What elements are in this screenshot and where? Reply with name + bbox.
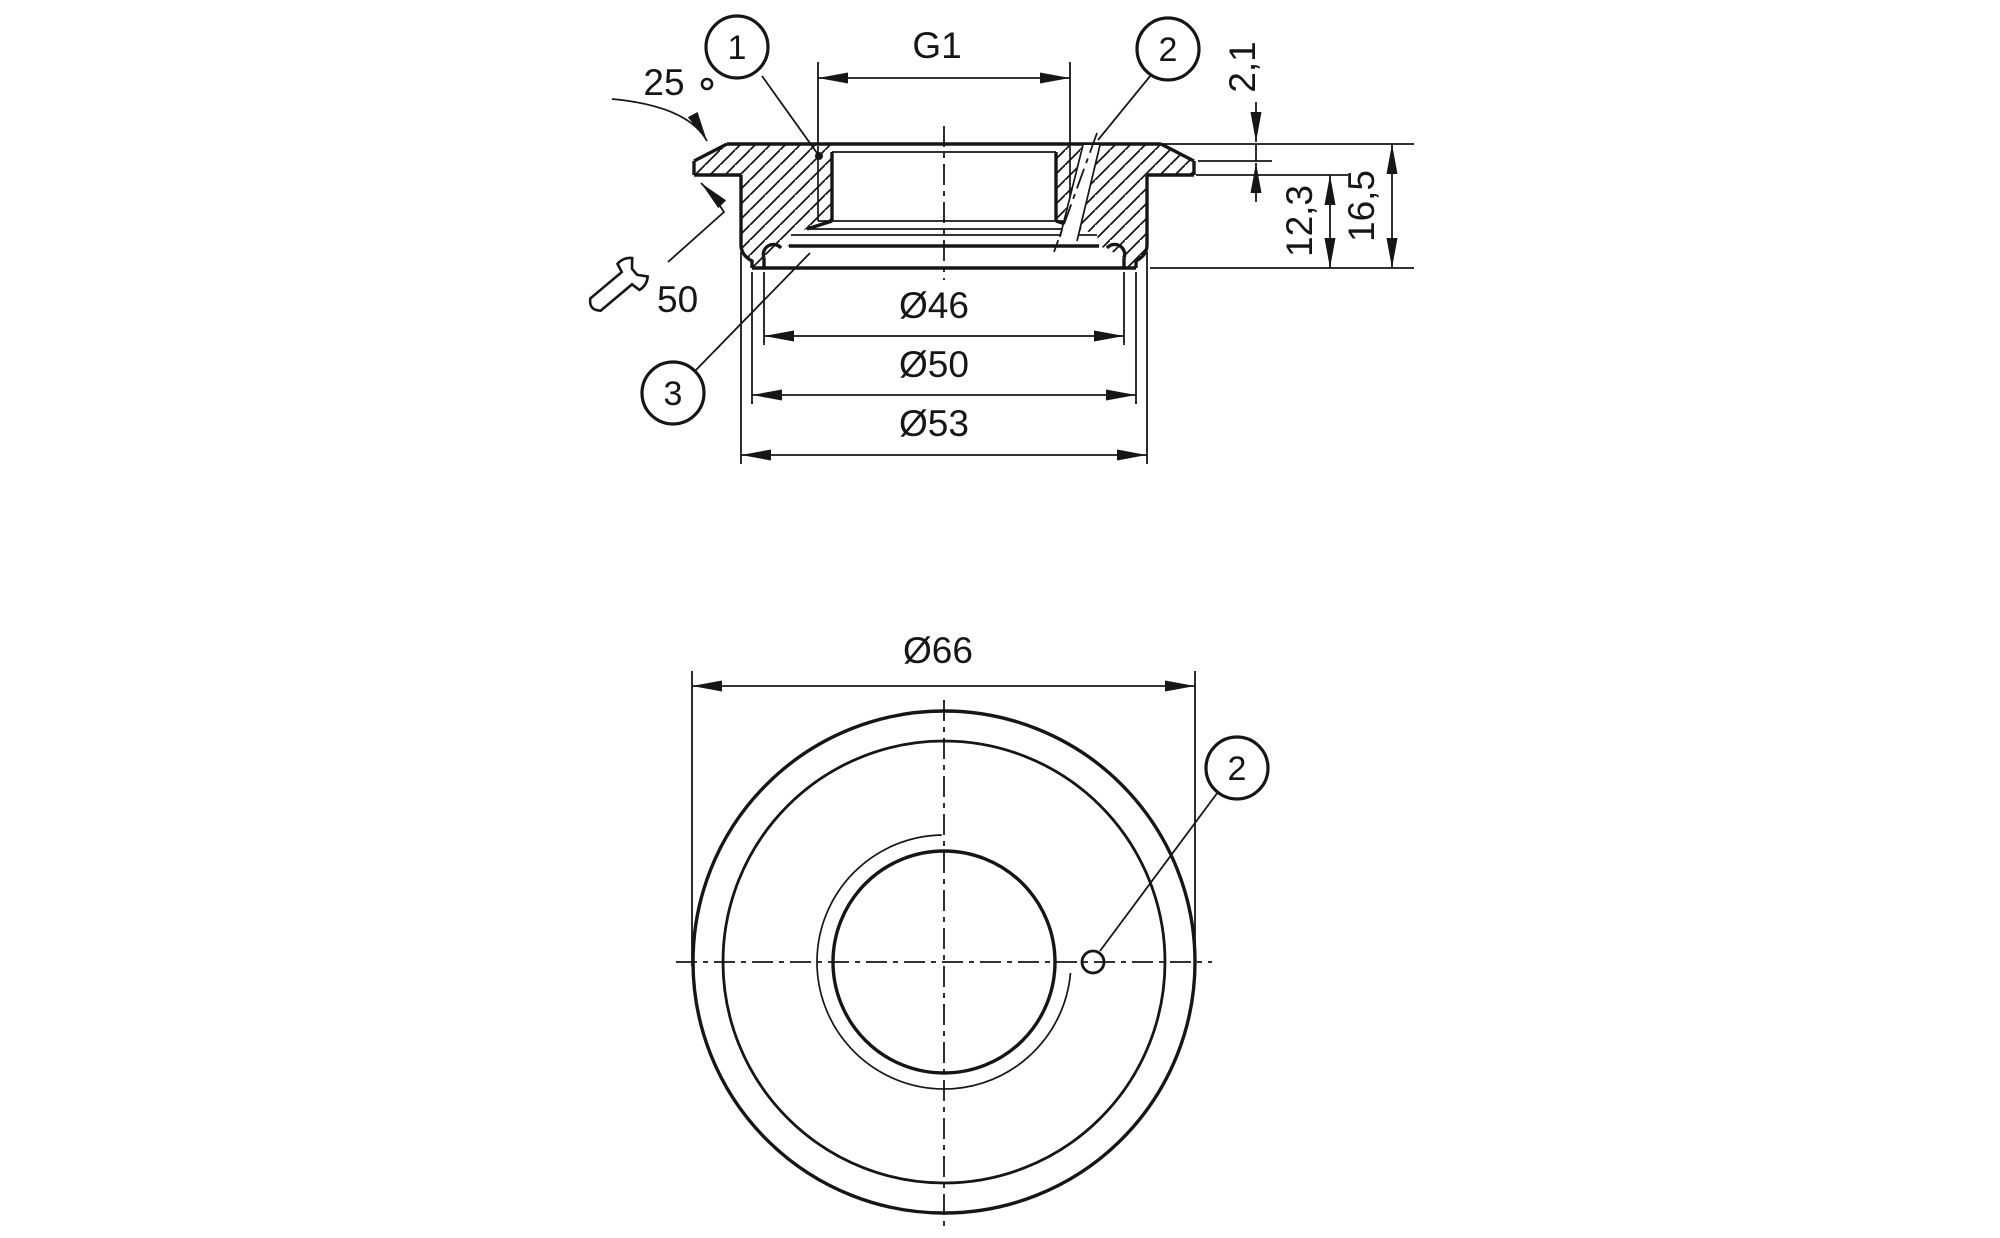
dimension-inner-diameter: Ø46 (763, 272, 1125, 345)
balloon-2-plan-circle (1204, 735, 1270, 801)
dimension-flange-diameter: Ø66 (691, 630, 1196, 966)
dimension-chamfer-angle: 25 (611, 62, 714, 142)
leader-dot (815, 152, 823, 160)
plan-view: Ø66 2 (676, 630, 1270, 1228)
collar-height-label: 2,1 (1222, 41, 1263, 92)
inner-diameter-label: Ø46 (899, 285, 969, 326)
wrench-size-label: 50 (657, 279, 698, 320)
dimension-body-diameter: Ø53 (740, 252, 1148, 464)
section-view: G1 25 1 2 50 (588, 14, 1414, 464)
dimension-total-height: 16,5 (1341, 144, 1398, 268)
dimension-weld-end-diameter: Ø50 (751, 272, 1137, 404)
balloon-1-circle (704, 14, 770, 80)
vent-hole-axis (1053, 132, 1098, 253)
balloon-2-plan: 2 (1099, 735, 1270, 952)
mount-depth-label: 12,3 (1279, 185, 1320, 257)
dimension-mount-depth: 12,3 (1150, 174, 1414, 269)
balloon-2-section: 2 (1097, 16, 1201, 141)
thread-size-label: G1 (912, 25, 961, 66)
weld-end-diameter-label: Ø50 (899, 344, 969, 385)
angle-arc-arrow (611, 98, 708, 142)
wrench-leader-arrow (667, 182, 727, 263)
balloon-2-plan-label: 2 (1228, 750, 1247, 788)
body-diameter-label: Ø53 (899, 403, 969, 444)
balloon-3-label: 3 (664, 375, 683, 413)
balloon-3-circle (640, 360, 706, 426)
chamfer-angle-label: 25 (643, 62, 684, 103)
thread-arc (816, 834, 1072, 1090)
dimension-collar-height: 2,1 (1161, 41, 1414, 202)
wrench-icon (588, 256, 649, 313)
degree-symbol (700, 77, 714, 91)
vent-hole-section (1053, 132, 1101, 253)
flange-diameter-label: Ø66 (903, 630, 973, 671)
balloon-1-label: 1 (728, 29, 747, 67)
balloon-2-circle (1135, 16, 1201, 82)
wrench-size-callout: 50 (588, 182, 727, 320)
dimension-thread-g1: G1 (817, 25, 1071, 143)
balloon-3: 3 (640, 252, 811, 426)
balloon-1: 1 (704, 14, 823, 160)
balloon-2-label: 2 (1159, 31, 1178, 69)
total-height-label: 16,5 (1341, 170, 1382, 242)
